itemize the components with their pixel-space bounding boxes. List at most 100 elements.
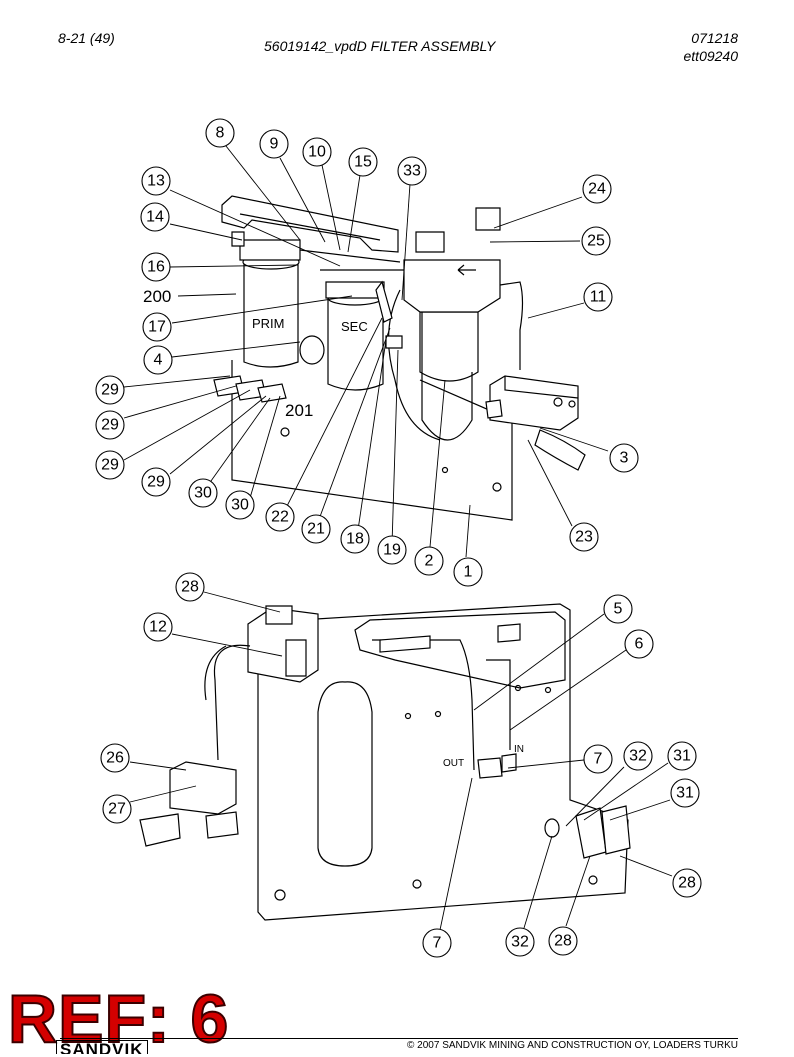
callout-14: 14: [140, 202, 170, 232]
svg-text:32: 32: [629, 748, 647, 765]
callout-11: 11: [583, 282, 613, 312]
svg-text:14: 14: [146, 209, 164, 226]
callout-32a: 32: [623, 741, 653, 771]
callout-3: 3: [609, 443, 639, 473]
svg-text:7: 7: [433, 935, 442, 952]
svg-text:4: 4: [154, 352, 163, 369]
callout-1: 1: [453, 557, 483, 587]
svg-text:30: 30: [194, 485, 212, 502]
hose-11: [499, 281, 524, 370]
label-201: 201: [285, 401, 313, 420]
svg-text:8: 8: [216, 125, 225, 142]
callout-4: 4: [143, 345, 173, 375]
copyright-notice: © 2007 SANDVIK MINING AND CONSTRUCTION O…: [407, 1040, 738, 1051]
svg-text:19: 19: [383, 542, 401, 559]
document-date: 071218: [691, 30, 738, 46]
callout-8: 8: [205, 118, 235, 148]
callout-32b: 32: [505, 927, 535, 957]
leader-lines-bottom: [129, 591, 673, 931]
valve-block: [489, 375, 579, 431]
svg-text:15: 15: [354, 154, 372, 171]
callout-28c: 28: [548, 926, 578, 956]
document-code: ett09240: [683, 48, 739, 64]
svg-text:28: 28: [181, 579, 199, 596]
main-filter-head: [403, 259, 501, 313]
callout-30a: 30: [188, 478, 218, 508]
callout-31a: 31: [667, 741, 697, 771]
mounting-plate-top: [231, 360, 513, 521]
primary-filter: [243, 261, 299, 368]
callout-7a: 7: [583, 744, 613, 774]
callout-2: 2: [414, 546, 444, 576]
svg-text:11: 11: [590, 289, 607, 306]
document-title: 56019142_vpdD FILTER ASSEMBLY: [264, 38, 496, 54]
callout-17: 17: [142, 312, 172, 342]
svg-text:18: 18: [346, 531, 364, 548]
svg-text:31: 31: [673, 748, 691, 765]
label-prim: PRIM: [252, 316, 285, 331]
callout-6: 6: [624, 629, 654, 659]
callout-28a: 28: [175, 572, 205, 602]
callout-26: 26: [100, 743, 130, 773]
callout-22: 22: [265, 502, 295, 532]
svg-text:27: 27: [108, 801, 126, 818]
label-in: IN: [514, 744, 524, 755]
svg-text:1: 1: [464, 564, 473, 581]
manifold-block: [169, 761, 237, 815]
svg-text:16: 16: [147, 259, 165, 276]
callout-21: 21: [301, 514, 331, 544]
svg-text:29: 29: [101, 382, 119, 399]
svg-text:31: 31: [676, 785, 694, 802]
svg-text:2: 2: [425, 553, 434, 570]
svg-text:30: 30: [231, 497, 249, 514]
callout-23: 23: [569, 522, 599, 552]
callout-19: 19: [377, 535, 407, 565]
callout-29d: 29: [141, 467, 171, 497]
leader-lines-top: [123, 145, 609, 558]
callouts-bottom: 28 12 5 6 26 27 7 32 31 31 28 7 32 28: [100, 572, 702, 958]
callout-5: 5: [603, 594, 633, 624]
callout-15: 15: [348, 147, 378, 177]
callouts-top: 8 9 10 15 33 1 3 24 14 25 16 11 17 4 29 2…: [95, 118, 639, 587]
callout-31b: 31: [670, 778, 700, 808]
svg-text:29: 29: [147, 474, 165, 491]
svg-text:17: 17: [148, 319, 166, 336]
footer-divider: [60, 1038, 738, 1039]
svg-text:12: 12: [149, 619, 167, 636]
svg-text:3: 3: [620, 450, 629, 467]
svg-text:32: 32: [511, 934, 529, 951]
pipe-6: [486, 659, 511, 750]
svg-text:33: 33: [403, 163, 421, 180]
label-sec: SEC: [341, 319, 368, 334]
callout-12: 12: [143, 612, 173, 642]
label-out: OUT: [443, 758, 464, 769]
svg-text:10: 10: [308, 144, 326, 161]
callout-28b: 28: [672, 868, 702, 898]
callout-7b: 7: [422, 928, 452, 958]
mounting-cutout: [317, 681, 373, 867]
callout-27: 27: [102, 794, 132, 824]
svg-text:9: 9: [270, 136, 279, 153]
svg-text:26: 26: [106, 750, 124, 767]
callout-18: 18: [340, 524, 370, 554]
callout-24: 24: [582, 174, 612, 204]
svg-text:25: 25: [587, 233, 605, 250]
callout-29c: 29: [95, 450, 125, 480]
elbow-fitting-24: [475, 207, 501, 231]
callout-33: 33: [397, 156, 427, 186]
callout-25: 25: [581, 226, 611, 256]
secondary-filter: [327, 297, 384, 391]
callout-9: 9: [259, 129, 289, 159]
label-200: 200: [143, 287, 171, 306]
callout-29a: 29: [95, 375, 125, 405]
svg-text:28: 28: [678, 875, 696, 892]
svg-text:5: 5: [614, 601, 623, 618]
pipe-5: [372, 639, 475, 771]
bottom-assembly: [139, 603, 631, 921]
svg-text:24: 24: [588, 181, 606, 198]
callout-16: 16: [141, 252, 171, 282]
top-bracket: [221, 195, 399, 253]
sandvik-logo: SANDVIK: [56, 1040, 148, 1054]
top-assembly: [213, 195, 586, 521]
